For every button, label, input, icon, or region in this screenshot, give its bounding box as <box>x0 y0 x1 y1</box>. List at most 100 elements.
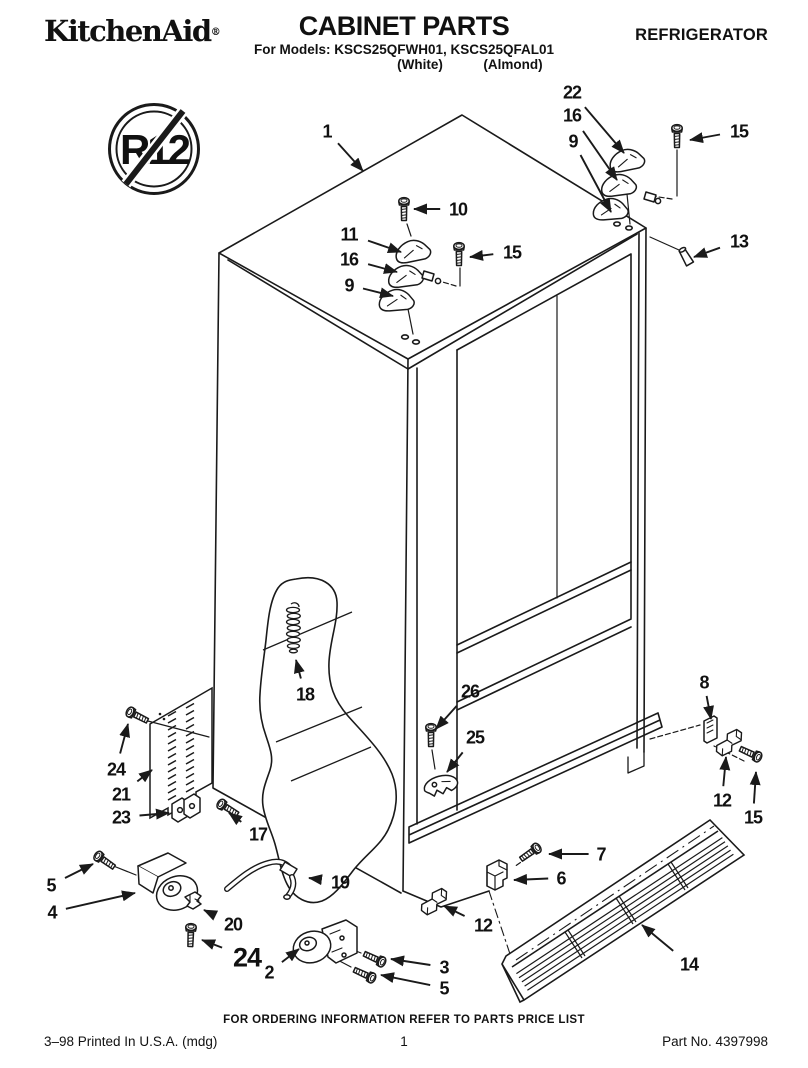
callout-label: 24 <box>233 943 262 973</box>
callout-leader <box>719 756 731 787</box>
callout-leader <box>435 705 458 730</box>
finish-almond-label: (Almond) <box>483 57 543 72</box>
screw-part-24a <box>123 705 151 727</box>
callout-label: 10 <box>449 199 468 219</box>
clip-part-12a <box>420 886 448 917</box>
callout-leader <box>689 132 721 144</box>
callout-leader <box>65 890 136 910</box>
screw-part-15b <box>671 123 683 149</box>
callout-label: 19 <box>331 872 350 892</box>
brand-logo: KitchenAid® <box>44 14 221 48</box>
screw-part-26 <box>425 722 437 748</box>
callout-label: 20 <box>224 914 243 934</box>
callout-leader <box>367 239 402 253</box>
callout-leader <box>294 659 305 679</box>
callout-label: 15 <box>730 121 749 141</box>
callout-leader <box>513 873 549 885</box>
callout-leader <box>281 948 300 963</box>
finish-white-label: (White) <box>397 57 443 72</box>
base-grille-part-14 <box>501 818 746 1004</box>
callout-label: 13 <box>730 231 749 251</box>
roller-part-4 <box>137 852 199 911</box>
screw-part-7 <box>517 841 544 865</box>
callout-leader <box>362 287 394 299</box>
callout-label: 9 <box>344 275 354 295</box>
callout-label: 14 <box>680 954 699 974</box>
callout-leader <box>749 771 761 804</box>
callout-label: 24 <box>107 759 126 779</box>
small-parts <box>91 123 765 985</box>
models-line: For Models: KSCS25QFWH01, KSCS25QFAL01 <box>253 42 555 57</box>
callout-label: 12 <box>713 790 732 810</box>
callout-label: 5 <box>46 875 56 895</box>
wedge-part-9b <box>591 196 630 222</box>
callout-leader <box>337 142 364 172</box>
wedge-part-22 <box>607 145 647 175</box>
callout-leader <box>703 695 714 720</box>
callout-leader <box>203 909 219 921</box>
callout-leader <box>390 955 431 967</box>
bracket-part-6 <box>486 859 508 891</box>
spring-part-18 <box>285 602 301 654</box>
callout-label: 16 <box>563 105 582 125</box>
screw-part-10 <box>398 196 410 222</box>
callout-label: 5 <box>439 978 449 998</box>
callout-label: 23 <box>112 807 131 827</box>
callout-leader <box>136 769 153 783</box>
callout-label: 2 <box>264 962 274 982</box>
screw-part-3 <box>361 948 389 969</box>
callout-label: 15 <box>744 807 763 827</box>
hinge-part-23 <box>171 793 201 823</box>
callout-leader <box>308 874 323 886</box>
callout-leader <box>579 154 612 213</box>
callout-label: 22 <box>563 82 582 102</box>
screw-part-5b <box>351 964 379 985</box>
callout-label: 1 <box>322 121 332 141</box>
callout-leader <box>64 863 94 879</box>
callout-leader <box>139 808 170 820</box>
callout-label: 3 <box>439 957 449 977</box>
print-info: 3–98 Printed In U.S.A. (mdg) <box>44 1034 218 1049</box>
callout-label: 4 <box>47 902 57 922</box>
callout-leader <box>380 972 431 987</box>
callout-label: 18 <box>296 684 315 704</box>
callout-leader <box>446 751 464 773</box>
tube-part-19 <box>224 858 298 900</box>
page-number: 1 <box>400 1034 408 1049</box>
callout-leader <box>641 924 674 952</box>
callout-label: 17 <box>249 824 268 844</box>
ordering-note: FOR ORDERING INFORMATION REFER TO PARTS … <box>223 1014 585 1026</box>
callout-label: 16 <box>340 249 359 269</box>
callout-leader <box>367 263 398 274</box>
callout-label: 6 <box>556 868 566 888</box>
cabinet-outline <box>212 114 663 908</box>
callout-leader <box>119 723 130 754</box>
screw-part-15 <box>453 241 465 267</box>
wedge-part-16b <box>599 171 638 198</box>
screw-part-5a <box>91 849 118 873</box>
callout-leader <box>584 106 625 154</box>
callout-label: 25 <box>466 727 485 747</box>
no-r12-icon: R12 <box>108 103 200 195</box>
screw-part-24b <box>184 922 198 948</box>
wedge-part-16 <box>386 262 425 289</box>
registered-mark: ® <box>210 27 221 38</box>
callout-leader <box>582 130 618 181</box>
callout-label: 9 <box>568 131 578 151</box>
callout-leader <box>443 905 466 917</box>
brand-text: KitchenAid <box>44 14 212 48</box>
part-number: Part No. 4397998 <box>662 1034 768 1049</box>
page-title: CABINET PARTS <box>298 11 510 41</box>
callout-label: 21 <box>112 784 131 804</box>
callout-label: 7 <box>596 844 606 864</box>
callout-leader <box>201 939 223 950</box>
callout-label: 26 <box>461 681 480 701</box>
callout-label: 12 <box>474 915 493 935</box>
boot-cutout <box>258 577 397 904</box>
callout-label: 11 <box>340 224 358 244</box>
wedge-part-9 <box>377 287 416 313</box>
callout-leader <box>469 249 494 261</box>
